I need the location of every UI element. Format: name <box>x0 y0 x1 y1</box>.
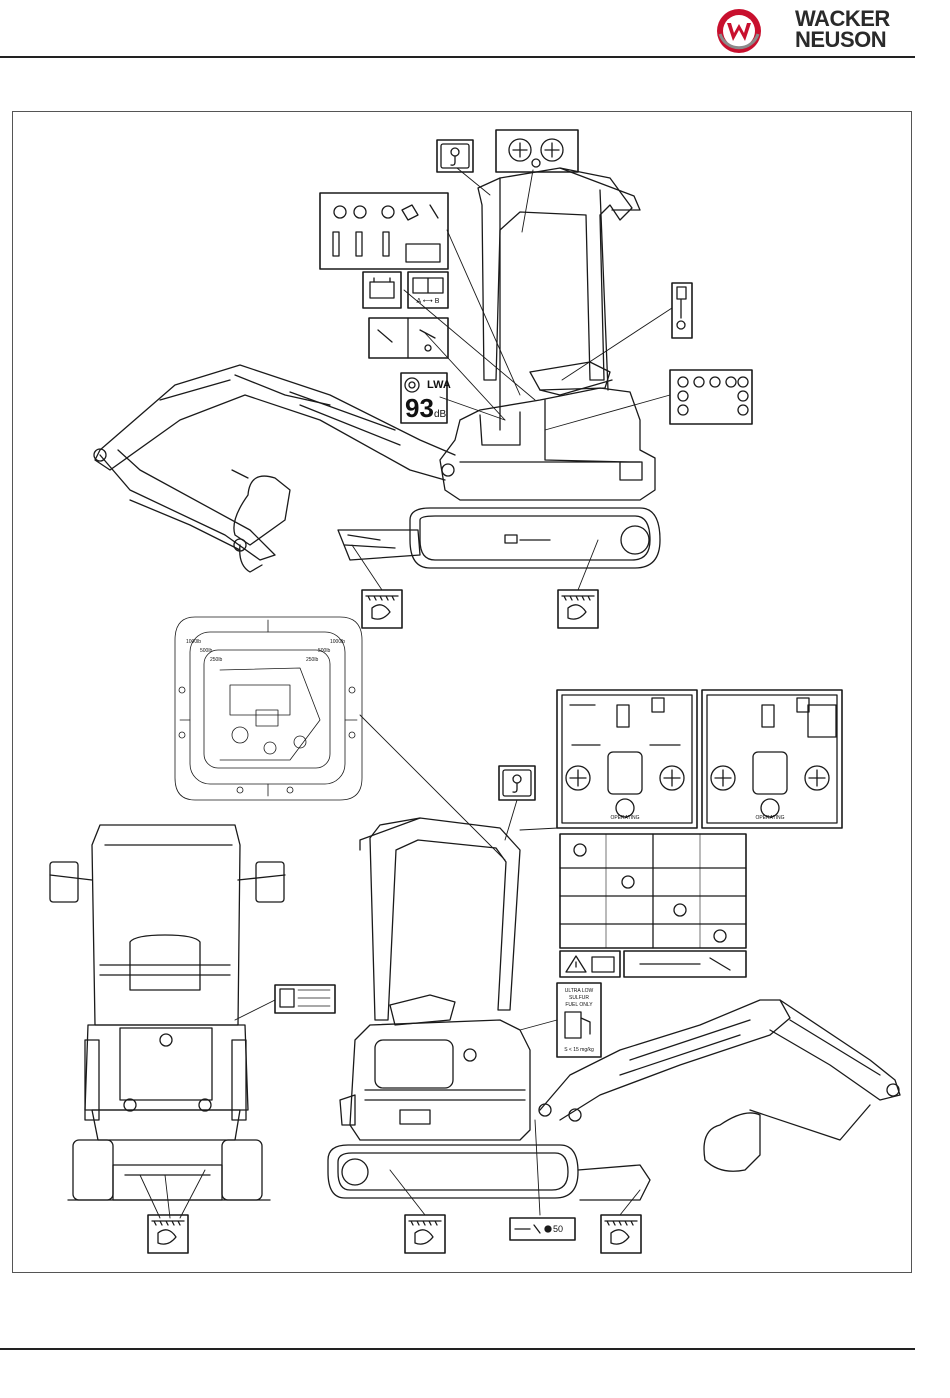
footer-rule <box>0 1348 915 1350</box>
sound-unit-text: dB <box>434 409 447 420</box>
fuel-line-3: FUEL ONLY <box>565 1002 593 1008</box>
fuel-spec: S < 15 mg/kg <box>564 1047 594 1053</box>
label-crush-hazard-bottom-right <box>601 1215 641 1253</box>
label-warning-manual <box>560 951 620 977</box>
label-crush-hazard-top-right <box>558 590 598 628</box>
label-attachment-weight <box>624 951 746 977</box>
grease-value: 50 <box>553 1224 563 1234</box>
chart-ring-label-3: 250lb <box>210 657 222 663</box>
operating-text-1: OPERATING <box>610 815 639 821</box>
label-safety-lever <box>672 283 692 338</box>
label-hoist-top <box>437 140 473 172</box>
chart-ring-label-5: 500lb <box>318 648 330 654</box>
label-safety-instructions <box>560 834 746 948</box>
chart-ring-label-6: 250lb <box>306 657 318 663</box>
operating-text-2: OPERATING <box>755 815 784 821</box>
chart-ring-label-4: 1000lb <box>330 639 345 645</box>
sound-value-text: 93 <box>405 393 434 423</box>
fuel-line-2: SULFUR <box>569 995 589 1001</box>
mode-switch-text: A ⟷ B <box>417 298 440 305</box>
label-hoist-bottom <box>499 766 535 800</box>
label-crush-hazard-bottom-left <box>405 1215 445 1253</box>
chart-ring-label-2: 500lb <box>200 648 212 654</box>
label-operating-pattern-2 <box>702 690 842 828</box>
sound-symbol-text: LWA <box>427 379 451 391</box>
label-lever-lock <box>369 318 448 358</box>
label-switch-panel <box>670 370 752 424</box>
label-controls-pattern-top <box>496 130 578 172</box>
label-operating-pattern-1 <box>557 690 697 828</box>
fuel-line-1: ULTRA LOW <box>565 988 594 994</box>
label-battery <box>363 272 401 308</box>
label-refuel-rear <box>275 985 335 1013</box>
label-engine-panel <box>320 193 448 269</box>
excavator-side-view-top <box>94 168 660 572</box>
label-grease-point <box>510 1218 575 1240</box>
label-crush-hazard-rear <box>148 1215 188 1253</box>
label-crush-hazard-top-left <box>362 590 402 628</box>
excavator-side-view-bottom <box>328 818 900 1200</box>
chart-ring-label-1: 1000lb <box>186 639 201 645</box>
